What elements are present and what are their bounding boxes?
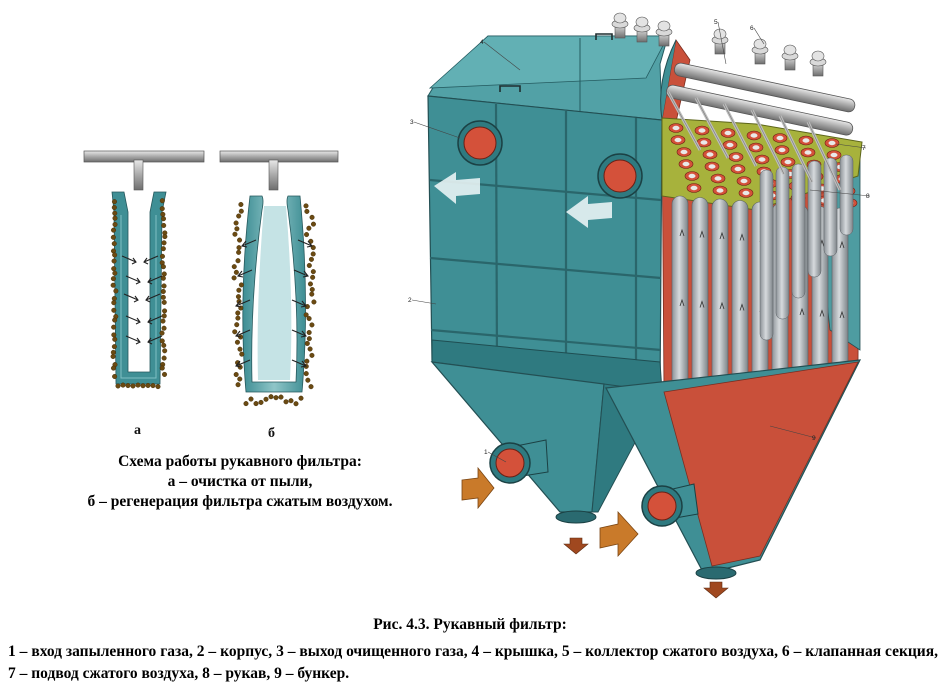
compressed-air-pipe-a xyxy=(83,150,205,163)
gas-outlet-flange-1 xyxy=(457,120,503,166)
callout-5: 5 xyxy=(714,19,718,26)
figure-title: Рис. 4.3. Рукавный фильтр: xyxy=(373,616,567,633)
callout-4: 4 xyxy=(480,39,484,46)
gas-outlet-flange-2 xyxy=(597,153,643,199)
callout-3: 3 xyxy=(410,119,414,126)
callout-2: 2 xyxy=(408,297,412,304)
dust-particles-a xyxy=(110,198,168,390)
gas-inlet-pipe-1 xyxy=(489,439,549,484)
hopper-left xyxy=(430,361,605,513)
scheme-caption-line-2: а – очистка от пыли, xyxy=(167,473,313,490)
figure-legend: 1 – вход запыленного газа, 2 – корпус, 3… xyxy=(8,643,938,682)
sleeve-b-inflated xyxy=(242,195,306,393)
callout-7: 7 xyxy=(862,145,866,152)
scheme-caption-line-1: Схема работы рукавного фильтра: xyxy=(118,453,362,470)
arrow-down-icon xyxy=(563,537,729,599)
sleeve-a xyxy=(111,191,167,385)
scheme-b-label: б xyxy=(268,426,275,441)
operation-scheme: а б xyxy=(83,150,339,441)
dust-particles-b xyxy=(231,201,317,407)
gas-inlet-pipe-2 xyxy=(641,483,699,527)
callouts: 1 2 3 4 5 6 7 8 9 xyxy=(408,19,871,463)
scheme-caption-line-3: б – регенерация фильтра сжатым воздухом. xyxy=(87,493,393,510)
scheme-b-regeneration: б xyxy=(219,150,339,441)
callout-8: 8 xyxy=(866,193,870,200)
arrow-out-icon xyxy=(434,172,612,228)
gas-flow-arrows-a xyxy=(121,255,163,345)
air-pulse-arrows-b xyxy=(235,239,313,368)
callout-6: 6 xyxy=(750,25,754,32)
callout-9: 9 xyxy=(812,435,816,442)
nozzle-a xyxy=(133,159,144,191)
callout-1: 1 xyxy=(484,449,488,456)
arrow-in-icon xyxy=(461,466,639,558)
compressed-air-collector xyxy=(666,62,856,191)
scheme-caption: Схема работы рукавного фильтра: а – очис… xyxy=(40,452,440,512)
scheme-a-dust-cleaning: а xyxy=(83,150,205,438)
cover-handles xyxy=(499,33,613,92)
compressed-air-pipe-b xyxy=(219,150,339,163)
scheme-a-label: а xyxy=(134,423,141,438)
filter-sleeves xyxy=(671,154,854,431)
nozzle-b xyxy=(268,159,279,191)
bag-filter-illustration: 1 2 3 4 5 6 7 8 9 xyxy=(408,12,871,599)
